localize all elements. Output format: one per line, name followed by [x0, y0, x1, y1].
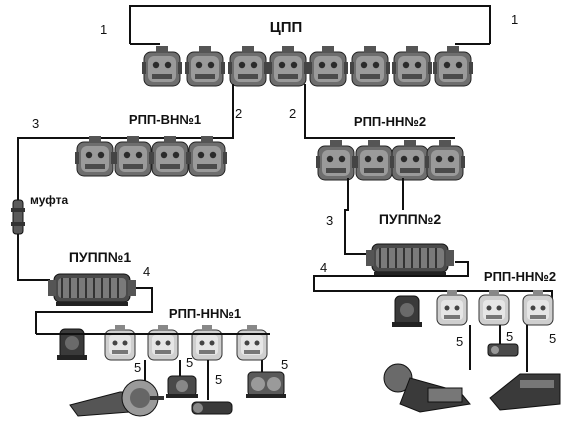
- pump-icon: [166, 376, 198, 398]
- rpp-vn1-cell-icon: [187, 136, 227, 176]
- cpp-cell-icon: [142, 46, 182, 86]
- rpp-nn2-top-label: РПП-НН№2: [354, 114, 426, 129]
- cable-number: 4: [320, 260, 327, 275]
- cable-number: 5: [281, 357, 288, 372]
- rpp-vn1-label: РПП-ВН№1: [129, 112, 201, 127]
- rpp-nn2-cell-icon: [390, 140, 430, 180]
- pupp1-transformer-icon: [48, 274, 136, 306]
- starter-icon: [148, 325, 178, 360]
- cable-3-right: [345, 178, 372, 254]
- pupp1-label: ПУПП№1: [69, 249, 132, 265]
- cpp-cell-icon: [185, 46, 225, 86]
- cable-3-left: [18, 138, 72, 280]
- cpp-cell-icon: [350, 46, 390, 86]
- cpp-cell-icon: [392, 46, 432, 86]
- conveyor-icon: [490, 374, 560, 410]
- rpp-vn1-cell-icon: [150, 136, 190, 176]
- starter-icon: [237, 325, 267, 360]
- cable-number: 1: [100, 22, 107, 37]
- starter-icon: [523, 290, 553, 325]
- starter-icon: [105, 325, 135, 360]
- mufta-label: муфта: [30, 193, 68, 207]
- starter-icon: [192, 325, 222, 360]
- cable-number: 5: [186, 355, 193, 370]
- cable-number: 5: [506, 329, 513, 344]
- rpp-nn2-bottom-label: РПП-НН№2: [484, 269, 556, 284]
- cable-number: 5: [549, 331, 556, 346]
- cable-number: 2: [235, 106, 242, 121]
- rpp-nn2-bottom-row: [392, 290, 553, 327]
- starter-icon: [479, 290, 509, 325]
- coupling-icon: [11, 200, 25, 234]
- pupp2-transformer-icon: [366, 244, 454, 276]
- rpp-nn2-cell-icon: [316, 140, 356, 180]
- cable-number: 5: [134, 360, 141, 375]
- rpp-nn2-cell-icon: [354, 140, 394, 180]
- roadheader-icon: [384, 364, 470, 412]
- rpp-vn1-cell-icon: [75, 136, 115, 176]
- small-pump-icon: [488, 344, 518, 356]
- pupp2-label: ПУПП№2: [379, 211, 442, 227]
- cpp-cell-icon: [433, 46, 473, 86]
- cpp-label: ЦПП: [270, 19, 303, 36]
- cpp-switchgear-row: [142, 46, 473, 86]
- rpp-nn2-top-row: [316, 140, 465, 180]
- cpp-cell-icon: [268, 46, 308, 86]
- starter-icon: [437, 290, 467, 325]
- cable-number: 5: [456, 334, 463, 349]
- rpp-nn1-label: РПП-НН№1: [169, 306, 241, 321]
- cable-number: 2: [289, 106, 296, 121]
- shearer-icon: [70, 380, 164, 416]
- cable-number: 3: [326, 213, 333, 228]
- winch-icon: [246, 372, 286, 398]
- rpp-vn1-row: [75, 136, 227, 176]
- rpp-nn2-cell-icon: [425, 140, 465, 180]
- motor-icon: [192, 402, 232, 414]
- rpp-vn1-cell-icon: [113, 136, 153, 176]
- cable-number: 5: [215, 372, 222, 387]
- cable-2-right: [305, 84, 455, 138]
- cpp-frame: [130, 6, 490, 44]
- cable-number: 1: [511, 12, 518, 27]
- cpp-cell-icon: [308, 46, 348, 86]
- cable-2-left: [72, 84, 233, 138]
- starter-icon: [392, 296, 422, 327]
- cable-number: 4: [143, 264, 150, 279]
- rpp-nn1-row: [57, 325, 267, 360]
- cable-number: 3: [32, 116, 39, 131]
- cpp-cell-icon: [228, 46, 268, 86]
